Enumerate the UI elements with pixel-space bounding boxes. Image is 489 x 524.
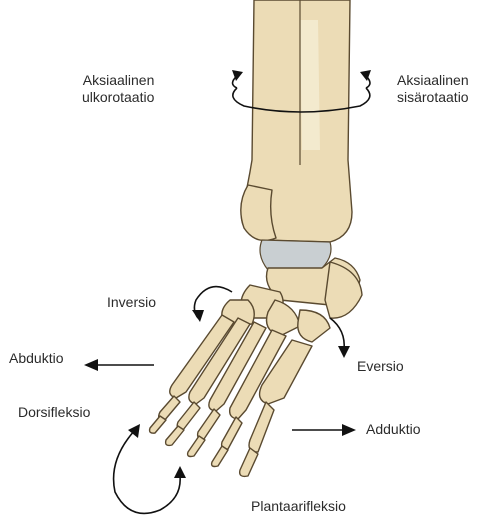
talus-joint [260, 240, 331, 270]
external-rotation-label: Aksiaalinen ulkorotaatio [82, 72, 154, 106]
eversion-label: Eversio [357, 358, 404, 375]
adduction-arrow [292, 424, 356, 436]
adduction-label: Adduktio [366, 421, 420, 438]
internal-rotation-label: Aksiaalinen sisärotaatio [397, 72, 469, 106]
dorsiflexion-label: Dorsifleksio [18, 404, 90, 421]
eversion-arrow [330, 318, 350, 358]
abduction-label: Abduktio [9, 350, 63, 367]
plantarflexion-label: Plantaarifleksio [251, 498, 346, 515]
inversion-label: Inversio [107, 294, 156, 311]
abduction-arrow [84, 359, 154, 371]
lower-leg-bones [241, 0, 352, 242]
